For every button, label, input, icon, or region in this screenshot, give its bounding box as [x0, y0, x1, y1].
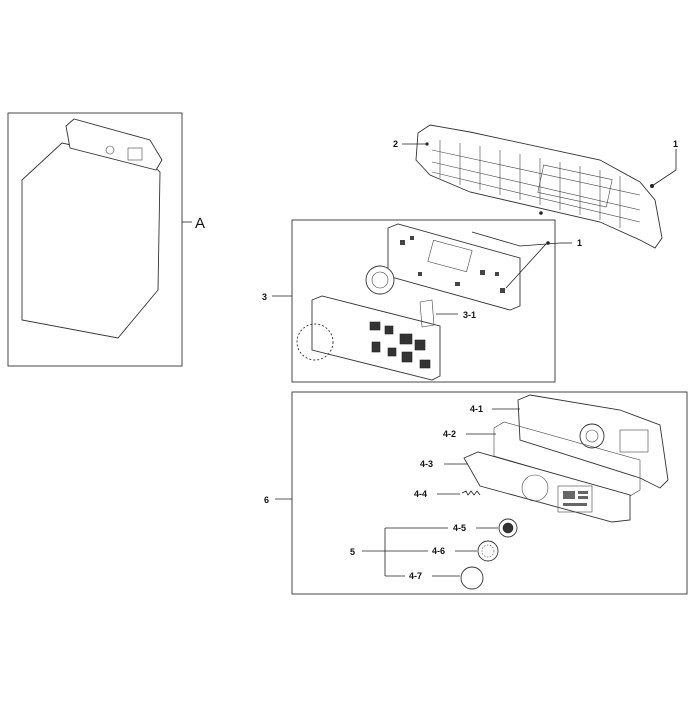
part-4-3-overlay — [463, 451, 631, 523]
callout-4-5: 4-5 — [453, 523, 466, 533]
part-4-1-window — [619, 429, 649, 453]
part-4-6-grip — [481, 544, 495, 558]
callout-4-7: 4-7 — [409, 571, 422, 581]
part-4-1-knob-hole — [579, 423, 605, 449]
pcb-upper-board — [387, 223, 521, 311]
overview-frame — [7, 112, 183, 367]
part-4-4-spring — [461, 490, 481, 496]
callout-4-2: 4-2 — [443, 429, 456, 439]
pcb-lower-components — [369, 321, 431, 369]
callout-1-board-leader-b — [519, 242, 561, 247]
callout-1-top-leader-diag — [651, 169, 677, 187]
pcb-encoder — [365, 265, 395, 295]
pcb-encoder-inner — [371, 271, 389, 289]
callout-4-1: 4-1 — [470, 404, 483, 414]
callout-4-6: 4-6 — [432, 546, 445, 556]
part-4-2-frame — [493, 421, 641, 497]
callout-4-3: 4-3 — [420, 459, 433, 469]
pcb-ring — [296, 323, 334, 361]
callout-1-board-leader-a — [471, 231, 521, 247]
pcb-lcd — [427, 239, 473, 273]
panel-frame-assembly: 2 1 — [393, 124, 678, 249]
pcb-components — [400, 236, 505, 293]
callout-1-board: 1 — [577, 238, 582, 248]
panel-frame-ribs — [431, 140, 641, 228]
part-4-6-knob — [477, 540, 499, 562]
part-4-7-cap — [460, 566, 484, 590]
callout-3-1: 3-1 — [463, 310, 476, 320]
screw-board — [546, 241, 550, 245]
callout-1-top: 1 — [673, 139, 678, 149]
callout-3: 3 — [262, 292, 267, 302]
bracket-3-1 — [419, 299, 435, 328]
callout-1-board-leader-c — [505, 243, 547, 289]
part-4-5-core — [502, 522, 514, 534]
screw-board-2 — [539, 211, 543, 215]
callout-4-4: 4-4 — [414, 489, 427, 499]
view-a-label: A — [195, 215, 205, 232]
callout-2: 2 — [393, 139, 398, 149]
washer-display — [127, 147, 143, 161]
panel-frame-window — [537, 164, 613, 208]
part-4-1-knob-inner — [585, 429, 599, 443]
callout-6: 6 — [264, 495, 269, 505]
part-4-3-display-buttons — [563, 491, 588, 506]
washer-overview: A — [7, 112, 205, 367]
callout-2-dot — [425, 142, 429, 146]
part-4-3-display — [557, 485, 593, 513]
control-panel-assembly: 4-1 4-2 4-3 4-4 4-5 4-6 4-7 5 6 — [264, 391, 688, 595]
screw-top — [650, 184, 654, 188]
washer-lid-outline — [21, 142, 161, 339]
pcb-group-frame — [291, 219, 556, 383]
pcb-assembly: 3-1 1 3 — [262, 211, 582, 383]
washer-knob — [105, 145, 115, 155]
part-4-3-knob-opening — [521, 474, 549, 502]
callout-5: 5 — [350, 547, 355, 557]
washer-control-panel — [65, 118, 163, 171]
control-group-frame — [291, 391, 688, 595]
